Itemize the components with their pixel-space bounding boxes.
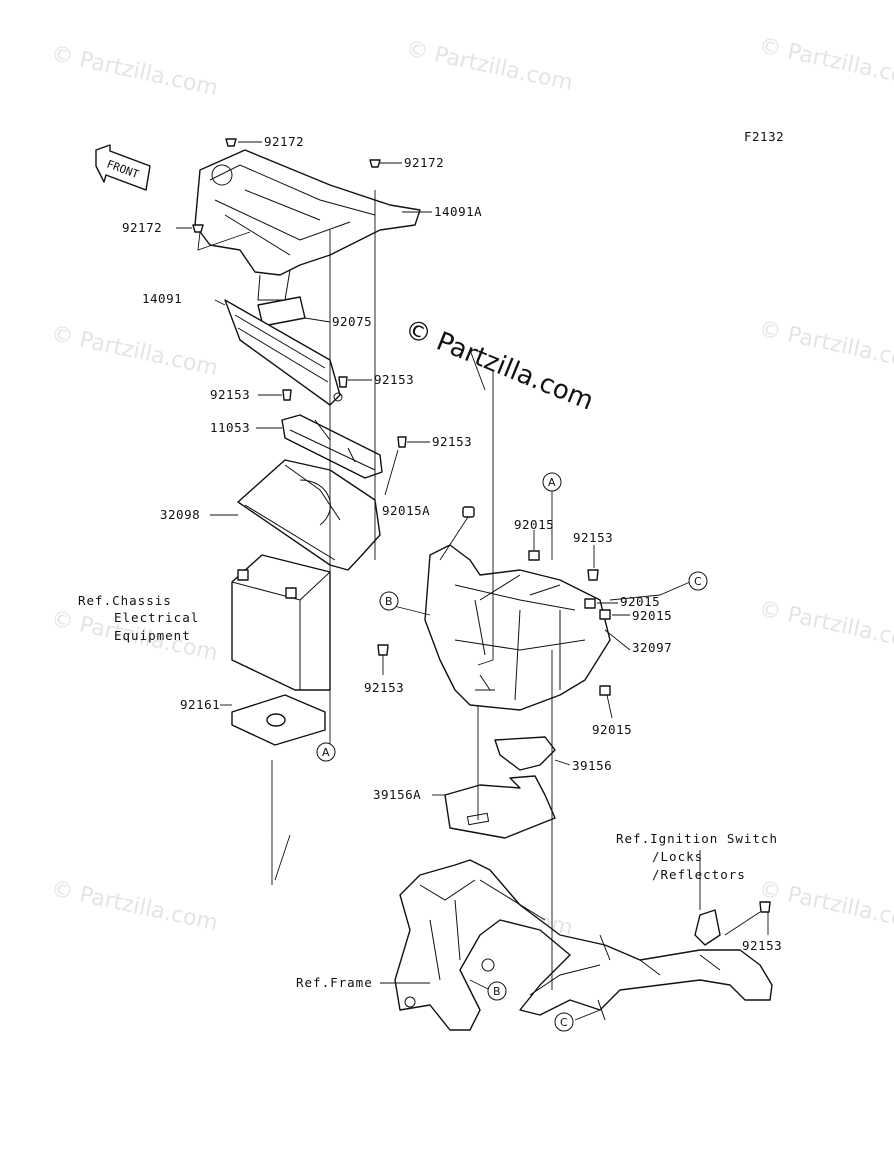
watermark-text: © Partzilla.com [49,41,220,101]
part-label-92153: 92153 [210,387,250,402]
callout-c-bottom: C [554,1012,574,1032]
part-label-92015: 92015 [592,722,632,737]
part-label-92015: 92015 [632,608,672,623]
part-label-14091: 14091 [142,291,182,306]
watermark-text: © Partzilla.com [757,596,894,656]
callout-label: A [322,746,330,759]
part-label-39156A: 39156A [373,787,421,802]
part-label-92075: 92075 [332,314,372,329]
callout-label: B [385,595,393,608]
ref-frame: Ref.Frame [296,975,373,990]
frame-part [394,859,773,1031]
part-label-92153: 92153 [432,434,472,449]
part-label-32098: 32098 [160,507,200,522]
part-label-92161: 92161 [180,697,220,712]
part-label-92015A: 92015A [382,503,430,518]
ref-ignition-line2: /Locks [652,849,703,864]
watermark-text: © Partzilla.com [404,36,575,96]
watermark-text: © Partzilla.com [49,321,220,381]
callout-b-left: B [379,591,399,611]
part-label-92153: 92153 [742,938,782,953]
ref-ignition-line3: /Reflectors [652,867,746,882]
part-label-39156: 39156 [572,758,612,773]
tray-part [224,299,343,406]
watermark-text: © Partzilla.com [757,876,894,936]
front-arrow-icon: FRONT [95,144,151,191]
callout-c-right: C [688,571,708,591]
part-label-92172: 92172 [264,134,304,149]
watermark-text: © Partzilla.com [757,316,894,376]
center-watermark: © Partzilla.com [400,314,597,417]
ref-ignition-line1: Ref.Ignition Switch [616,831,778,846]
part-label-92172: 92172 [122,220,162,235]
part-label-92153: 92153 [573,530,613,545]
pad-part [257,296,306,327]
ref-chassis-line2: Electrical [114,610,199,625]
callout-label: B [493,985,501,998]
part-label-92015: 92015 [620,594,660,609]
leader-lines [176,141,769,1021]
part-label-11053: 11053 [210,420,250,435]
plate-part [494,736,556,771]
part-label-92153: 92153 [374,372,414,387]
battery-case-part [424,544,611,711]
fastener-icons [192,138,771,913]
watermark-text: © Partzilla.com [757,33,894,93]
part-label-14091A: 14091A [434,204,482,219]
callout-a-bottom: A [316,742,336,762]
holder-part [237,459,381,571]
battery-pad-part [231,694,326,746]
figure-code: F2132 [744,129,784,144]
reflector-bracket-part [694,909,721,946]
callout-label: C [560,1016,568,1029]
part-label-group: 92172 92172 92172 14091A 14091 92075 921… [122,134,782,953]
part-label-92015: 92015 [514,517,554,532]
callout-a-top: A [542,472,562,492]
reference-labels: Ref.Chassis Electrical Equipment Ref.Ign… [78,593,778,990]
part-label-92172: 92172 [404,155,444,170]
ref-chassis-line1: Ref.Chassis [78,593,172,608]
watermark-text: © Partzilla.com [49,876,220,936]
callout-label: C [694,575,702,588]
ref-chassis-line3: Equipment [114,628,191,643]
plate-part [444,775,556,839]
bracket-part [281,414,383,479]
part-label-92153: 92153 [364,680,404,695]
callout-label: A [548,476,556,489]
callout-b-bottom: B [487,981,507,1001]
top-cover-part [194,149,421,301]
part-label-32097: 32097 [632,640,672,655]
battery-part [231,554,331,691]
